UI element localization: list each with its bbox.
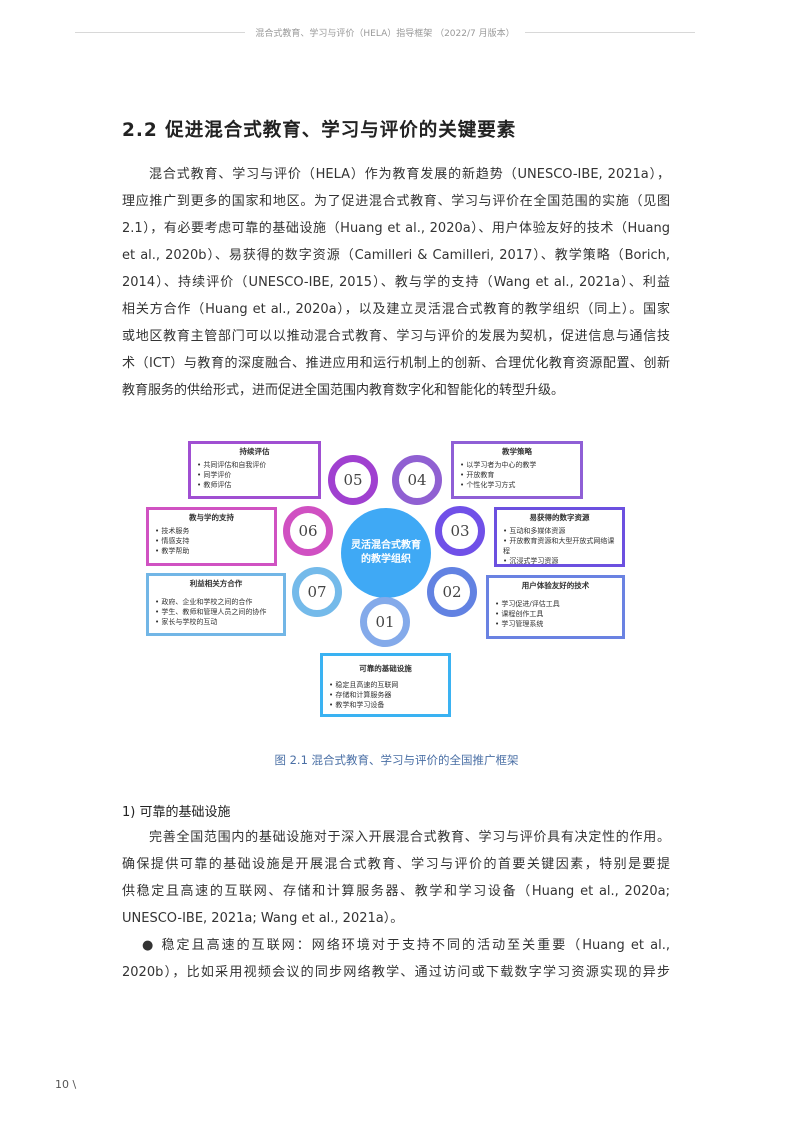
box-title: 易获得的数字资源 [529,513,590,522]
header-rule-left [75,31,246,33]
text-line: 2.1），有必要考虑可靠的基础设施（Huang et al., 2020a）、用… [122,221,670,236]
box-digital-resources: 易获得的数字资源 互动和多媒体资源 开放教育资源和大型开放式网络课程 沉浸式学习… [494,507,625,567]
text-line: 相关方合作（Huang et al., 2020a），以及建立灵活混合式教育的教… [122,302,670,317]
header-rule-right [524,31,695,33]
box-item: 稳定且高速的互联网 [329,680,442,690]
intro-paragraph: 混合式教育、学习与评价（HELA）作为教育发展的新趋势（UNESCO-IBE, … [122,161,670,404]
box-title: 用户体验友好的技术 [521,581,590,590]
bullet-line: ● 稳定且高速的互联网：网络环境对于支持不同的活动至关重要（Huang et a… [142,938,670,953]
box-item: 开放教育资源和大型开放式网络课程 [503,536,616,556]
box-item: 以学习者为中心的教学 [460,460,574,470]
box-title: 利益相关方合作 [189,579,243,588]
ring-04: 04 [392,455,442,505]
box-item: 教学帮助 [155,546,268,556]
text-line: 混合式教育、学习与评价（HELA）作为教育发展的新趋势（UNESCO-IBE, … [149,167,670,182]
ring-05: 05 [328,455,378,505]
box-user-friendly-tech: 用户体验友好的技术 学习促进/评估工具 课程创作工具 学习管理系统 [486,575,625,639]
page-number: 10 \ [55,1078,77,1091]
center-circle: 灵活混合式教育的教学组织 [341,508,431,598]
text-line: 术（ICT）与教育的深度融合、推进应用和运行机制上的创新、合理优化教育资源配置、… [122,356,670,371]
running-header: 混合式教育、学习与评价（HELA）指导框架 （2022/7 月版本） [75,25,695,39]
text-line: 2020b），比如采用视频会议的同步网络教学、通过访问或下载数字学习资源实现的异… [122,965,670,980]
box-item: 情感支持 [155,536,268,546]
box-title: 可靠的基础设施 [359,664,412,673]
ring-07: 07 [292,567,342,617]
box-item: 开放教育 [460,470,574,480]
box-title: 持续评估 [239,447,270,456]
section-title: 2.2 促进混合式教育、学习与评价的关键要素 [122,120,517,141]
text-line: UNESCO-IBE, 2021a; Wang et al., 2021a）。 [122,911,404,926]
box-item: 教学和学习设备 [329,700,442,710]
ring-01: 01 [360,597,410,647]
box-continuous-assessment: 持续评估 共同评估和自我评价 同学评价 教师评估 [188,441,321,499]
box-item: 政府、企业和学校之间的合作 [155,597,277,607]
header-title: 混合式教育、学习与评价（HELA）指导框架 （2022/7 月版本） [255,28,515,39]
box-item: 技术服务 [155,526,268,536]
box-item: 同学评价 [197,470,312,480]
box-item: 沉浸式学习资源 [503,556,616,566]
text-line: 理应推广到更多的国家和地区。为了促进混合式教育、学习与评价在全国范围的实施（见图 [122,194,670,209]
box-item: 学生、教师和管理人员之间的协作 [155,607,277,617]
figure-caption: 图 2.1 混合式教育、学习与评价的全国推广框架 [274,753,519,767]
box-item: 个性化学习方式 [460,480,574,490]
text-line: 教育服务的供给形式，进而促进全国范围内教育数字化和智能化的转型升级。 [122,383,565,398]
box-teaching-support: 教与学的支持 技术服务 情感支持 教学帮助 [146,507,277,566]
box-teaching-strategy: 教学策略 以学习者为中心的教学 开放教育 个性化学习方式 [451,441,583,499]
box-title: 教学策略 [502,447,532,456]
box-item: 教师评估 [197,480,312,490]
box-item: 家长与学校的互动 [155,617,277,627]
text-line: 2014）、持续评价（UNESCO-IBE, 2015）、教与学的支持（Wang… [122,275,670,290]
text-line: 确保提供可靠的基础设施是开展混合式教育、学习与评价的首要关键因素，特别是要提 [122,857,670,872]
text-line: 或地区教育主管部门可以以推动混合式教育、学习与评价的发展为契机，促进信息与通信技 [122,329,670,344]
text-line: 供稳定且高速的互联网、存储和计算服务器、教学和学习设备（Huang et al.… [122,884,670,899]
box-item: 学习促进/评估工具 [495,599,616,609]
text-line: 完善全国范围内的基础设施对于深入开展混合式教育、学习与评价具有决定性的作用。 [149,830,670,845]
ring-02: 02 [427,567,477,617]
ring-03: 03 [435,506,485,556]
infrastructure-paragraph: 完善全国范围内的基础设施对于深入开展混合式教育、学习与评价具有决定性的作用。 确… [122,824,670,986]
text-line: et al., 2020b）、易获得的数字资源（Camilleri & Cami… [122,248,670,263]
box-item: 学习管理系统 [495,619,616,629]
box-item: 存储和计算服务器 [329,690,442,700]
box-item: 互动和多媒体资源 [503,526,616,536]
subsection-heading: 1) 可靠的基础设施 [122,805,231,820]
box-reliable-infrastructure: 可靠的基础设施 稳定且高速的互联网 存储和计算服务器 教学和学习设备 [320,653,451,717]
box-stakeholder-cooperation: 利益相关方合作 政府、企业和学校之间的合作 学生、教师和管理人员之间的协作 家长… [146,573,286,636]
ring-06: 06 [283,506,333,556]
box-item: 共同评估和自我评价 [197,460,312,470]
box-item: 课程创作工具 [495,609,616,619]
box-title: 教与学的支持 [189,513,234,522]
